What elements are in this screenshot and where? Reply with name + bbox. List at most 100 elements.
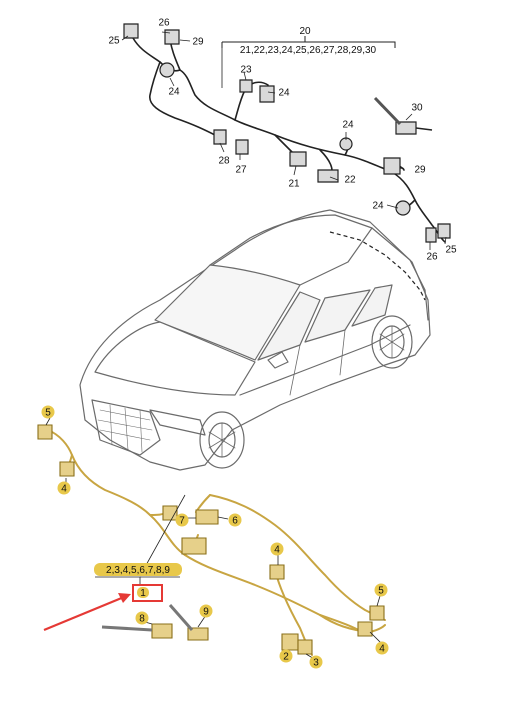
- rear-callout-26: 26: [158, 18, 170, 29]
- front-callout-number: 4: [379, 644, 385, 655]
- sensor-24-right-top: [339, 137, 353, 151]
- car-grille: [91, 399, 161, 456]
- front-callout-5: 5: [41, 405, 55, 419]
- bracket-9: [187, 627, 209, 641]
- rear-callout-25: 25: [108, 36, 120, 47]
- car-door-seams: [289, 329, 346, 396]
- rear-sensor-left-top: [123, 23, 139, 39]
- front-callout-number: 6: [232, 516, 238, 527]
- front-callout-3: 3: [309, 655, 323, 669]
- rear-components: [123, 23, 451, 243]
- control-unit-30: [395, 121, 417, 135]
- sensor-2: [281, 633, 299, 651]
- front-sensor-4-left: [59, 461, 75, 477]
- connector-26-top: [164, 29, 180, 45]
- connector-27: [235, 139, 249, 155]
- rear-callout-30: 30: [411, 103, 423, 114]
- rear-callout-24: 24: [278, 88, 290, 99]
- car-tailgate: [371, 227, 429, 321]
- rear-callout-number: 28: [218, 156, 230, 167]
- rear-callout-number: 29: [192, 37, 204, 48]
- front-group-badge: [94, 563, 182, 576]
- sensor-26-right: [425, 227, 437, 243]
- front-sensor-5-left: [37, 424, 53, 440]
- front-callout-number: 2: [283, 652, 289, 663]
- front-components: [37, 424, 385, 655]
- front-callout-number: 4: [61, 484, 67, 495]
- rear-callout-number: 24: [278, 88, 290, 99]
- front-callout-number: 5: [378, 586, 384, 597]
- front-sensor-5-right: [369, 605, 385, 621]
- front-callout-5: 5: [374, 583, 388, 597]
- rear-callout-24: 24: [372, 201, 384, 212]
- rear-callout-29: 29: [192, 37, 204, 48]
- front-harness-main: [47, 429, 363, 633]
- front-callout-7: 7: [175, 513, 189, 527]
- rear-callout-27: 27: [235, 165, 247, 176]
- front-callout-number: 3: [313, 658, 319, 669]
- car-roof: [209, 214, 373, 286]
- car-windshield: [154, 264, 301, 361]
- red-pointer-arrow: [43, 595, 125, 632]
- front-callout-number: 5: [45, 408, 51, 419]
- red-pointer-arrowhead: [118, 593, 131, 603]
- connector-22: [317, 169, 339, 183]
- car-rear-spokes: [379, 325, 405, 359]
- front-callout-number: 8: [139, 614, 145, 625]
- callout-leaders: [121, 31, 447, 250]
- front-parking-harness: [47, 429, 386, 656]
- rear-callout-number: 22: [344, 175, 356, 186]
- rear-callout-number: 23: [240, 65, 252, 76]
- antenna-tail-30: [415, 127, 433, 131]
- car-silhouette: [79, 209, 431, 471]
- car-front-wheel: [199, 411, 245, 469]
- sensor-24-left: [159, 62, 175, 78]
- sensor-3: [297, 639, 313, 655]
- rear-callout-21: 21: [288, 179, 300, 190]
- rear-callout-24: 24: [342, 120, 354, 131]
- car-side-crease: [239, 324, 411, 396]
- rod-8: [101, 625, 153, 632]
- group-20-bracket: [221, 36, 396, 48]
- front-sensor-4-right: [269, 564, 285, 580]
- connector-21: [289, 151, 307, 167]
- car-headlight: [149, 409, 206, 436]
- car-rear-quarter-window: [351, 284, 393, 327]
- sensor-24-right: [395, 200, 411, 216]
- rear-callout-number: 30: [411, 103, 423, 114]
- roof-harness-path: [329, 231, 426, 301]
- front-callout-4: 4: [57, 481, 71, 495]
- rear-callout-number: 29: [414, 165, 426, 176]
- sensor-25-right: [437, 223, 451, 239]
- connector-28: [213, 129, 227, 145]
- rear-callout-number: 26: [426, 252, 438, 263]
- connector-29-right: [383, 157, 401, 175]
- rear-callout-number: 26: [158, 18, 170, 29]
- front-callout-2: 2: [279, 649, 293, 663]
- car-grille-mesh: [97, 404, 153, 453]
- connector-23: [259, 85, 275, 103]
- rear-callout-24: 24: [168, 87, 180, 98]
- connector-block-mid: [181, 537, 207, 555]
- part-1-number: 1: [140, 588, 146, 599]
- front-callout-4: 4: [375, 641, 389, 655]
- car-hood: [94, 321, 256, 396]
- rear-callout-number: 24: [168, 87, 180, 98]
- rear-callout-29: 29: [414, 165, 426, 176]
- car-rear-wheel: [371, 315, 413, 369]
- front-group-bracket: [95, 494, 186, 585]
- connector-24-mid: [239, 79, 253, 93]
- rod-9: [168, 604, 194, 631]
- rear-callout-number: 24: [342, 120, 354, 131]
- rear-callout-number: 25: [108, 36, 120, 47]
- front-group-parts-list: 2,3,4,5,6,7,8,9: [106, 565, 170, 576]
- rear-callout-22: 22: [344, 175, 356, 186]
- front-callout-number: 9: [203, 607, 209, 618]
- rear-callout-28: 28: [218, 156, 230, 167]
- front-sensor-4-far-right: [357, 621, 373, 637]
- car-mirror: [267, 351, 289, 369]
- front-callout-6: 6: [228, 513, 242, 527]
